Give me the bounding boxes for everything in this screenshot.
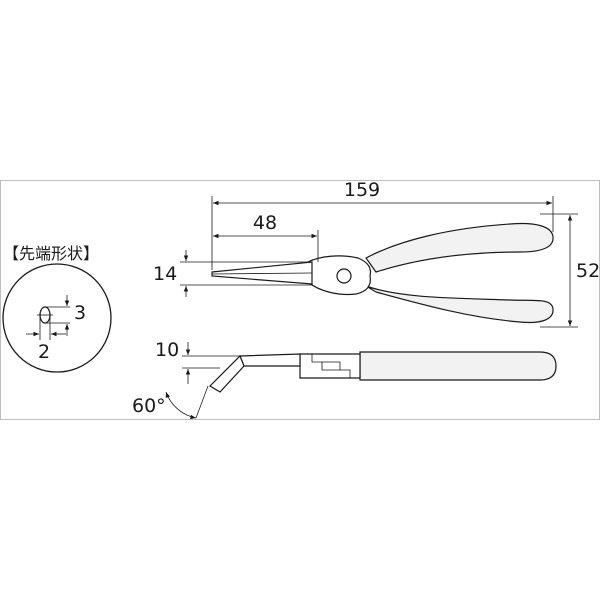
dimension-handle-span: 52 [540, 213, 600, 328]
side-nose [239, 353, 301, 367]
upper-handle [365, 222, 554, 273]
tip-width-value: 2 [38, 341, 50, 363]
dimension-head-width: 14 [153, 250, 312, 297]
dimension-tip-bend: 10 [155, 339, 240, 384]
lower-handle [365, 285, 554, 324]
pliers-top-view [211, 222, 554, 324]
tip-height-value: 3 [74, 302, 86, 324]
tip-shape-title: 【先端形状】 [3, 244, 99, 263]
pliers-side-view [209, 351, 557, 393]
head-width-value: 14 [153, 263, 177, 285]
overall-length-value: 159 [344, 179, 380, 201]
dimension-overall-length: 159 [211, 179, 554, 270]
jaw-length-value: 48 [253, 212, 277, 234]
tip-shape-circle [2, 263, 112, 373]
handle-span-value: 52 [576, 260, 600, 282]
side-handle [359, 351, 557, 381]
pivot-rivet [336, 268, 352, 284]
side-bent-tip [209, 354, 245, 393]
side-joint [299, 353, 361, 379]
dimension-bend-angle: 60° [132, 385, 209, 420]
pliers-jaws [211, 261, 313, 285]
bend-angle-value: 60° [132, 395, 166, 417]
tip-bend-value: 10 [155, 339, 179, 361]
dimension-jaw-length: 48 [213, 212, 319, 262]
tip-shape-detail: 3 2 [2, 263, 112, 373]
